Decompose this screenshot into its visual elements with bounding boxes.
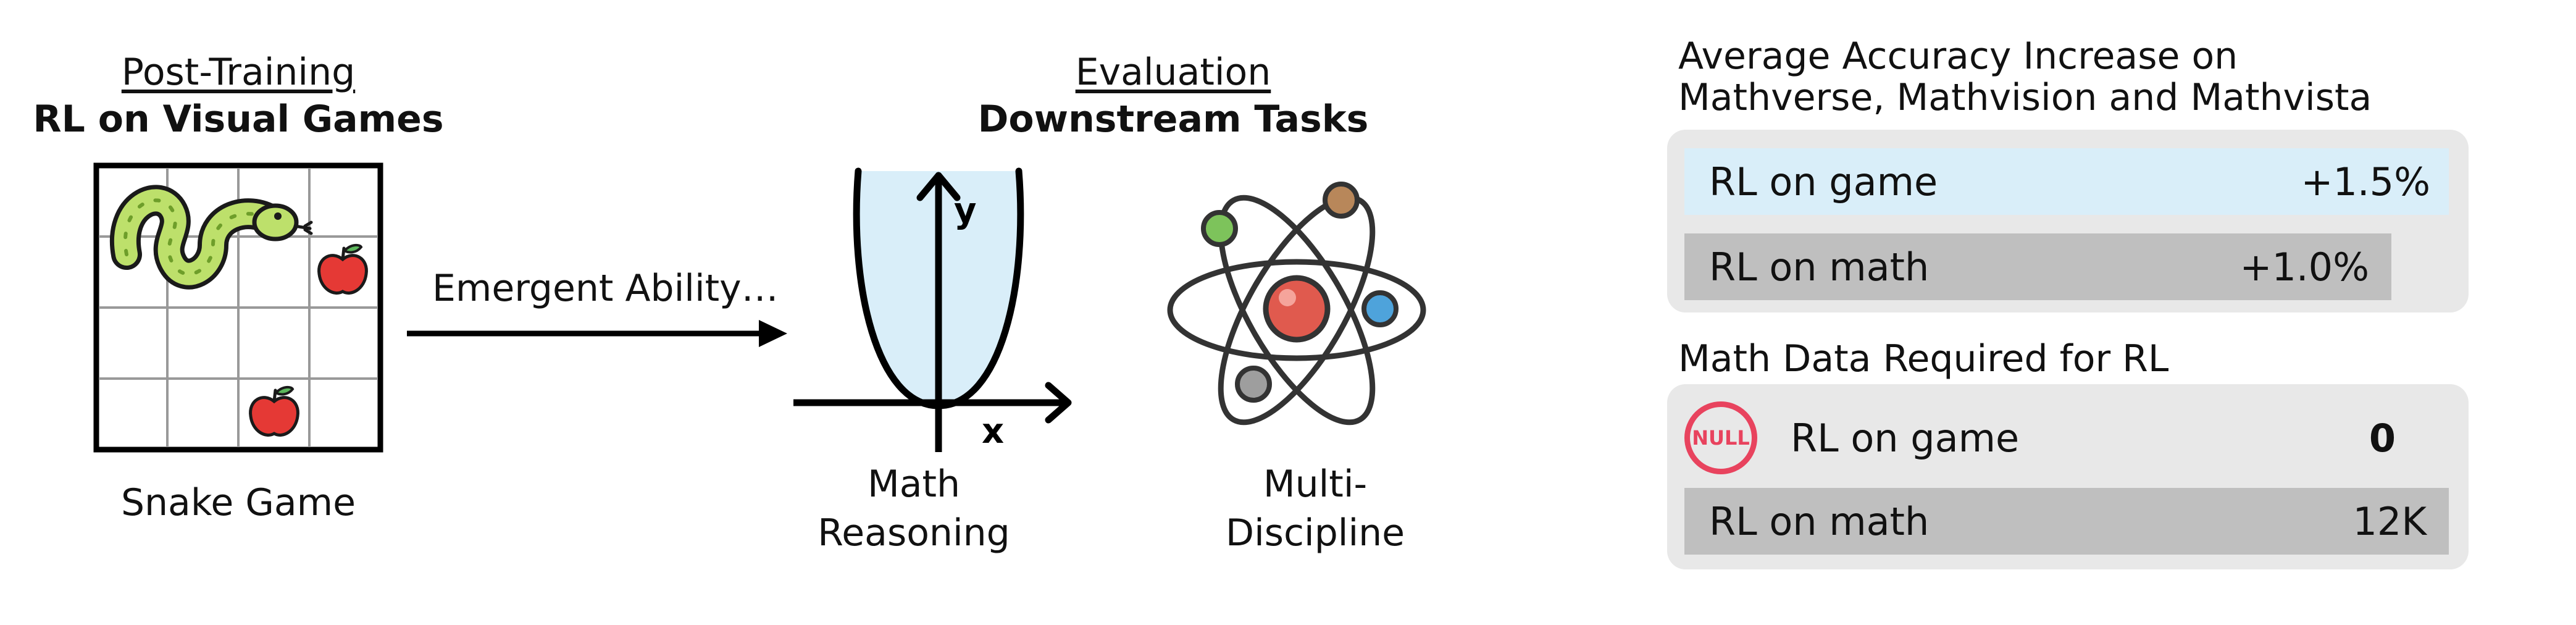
apple-icon — [249, 385, 299, 437]
math-data-row-math-value: 12K — [2352, 498, 2427, 544]
snake-game-board — [93, 162, 383, 453]
math-data-row-game-label: RL on game — [1791, 415, 2020, 461]
accuracy-row-game-value: +1.5% — [2301, 159, 2430, 204]
post-training-header: Post-Training — [121, 51, 356, 94]
math-caption-line1: Math — [867, 463, 961, 506]
null-badge-icon: NULL — [1684, 401, 1757, 474]
emergent-ability-label: Emergent Ability… — [432, 267, 779, 310]
math-data-panel: NULL RL on game 0 RL on math 12K — [1667, 384, 2469, 569]
math-data-row-math: RL on math 12K — [1684, 488, 2449, 555]
accuracy-title-line1: Average Accuracy Increase on — [1678, 35, 2238, 78]
right-arrow-icon — [407, 320, 787, 347]
math-reasoning-caption: Math Reasoning — [818, 460, 1010, 558]
accuracy-row-game-label: RL on game — [1709, 159, 1938, 204]
atom-icon — [1167, 182, 1426, 426]
math-data-row-math-label: RL on math — [1709, 498, 1930, 544]
math-data-row-game-value: 0 — [2369, 415, 2396, 461]
multi-caption-line2: Discipline — [1225, 511, 1405, 555]
apple-icon — [317, 243, 368, 295]
math-caption-line2: Reasoning — [818, 511, 1010, 555]
math-data-row-game: NULL RL on game 0 — [1684, 399, 2449, 477]
accuracy-title: Average Accuracy Increase on Mathverse, … — [1678, 35, 2372, 120]
accuracy-title-line2: Mathverse, Mathvision and Mathvista — [1678, 76, 2372, 120]
y-axis-label: y — [954, 191, 977, 231]
rl-visual-games-header: RL on Visual Games — [33, 98, 444, 141]
x-axis-label: x — [982, 411, 1004, 451]
accuracy-panel: RL on game +1.5% RL on math +1.0% — [1667, 130, 2469, 312]
multi-caption-line1: Multi- — [1263, 463, 1368, 506]
accuracy-row-math: RL on math +1.0% — [1684, 233, 2391, 300]
downstream-tasks-header: Downstream Tasks — [977, 98, 1369, 141]
multi-discipline-caption: Multi- Discipline — [1226, 460, 1405, 558]
math-data-title: Math Data Required for RL — [1678, 337, 2169, 380]
snake-icon — [110, 185, 313, 290]
snake-game-caption: Snake Game — [120, 481, 356, 524]
parabola-graph-icon: y x — [793, 167, 1072, 452]
accuracy-row-game: RL on game +1.5% — [1684, 148, 2449, 215]
accuracy-row-math-label: RL on math — [1709, 244, 1930, 290]
accuracy-row-math-value: +1.0% — [2239, 244, 2369, 290]
evaluation-header: Evaluation — [1075, 51, 1271, 94]
